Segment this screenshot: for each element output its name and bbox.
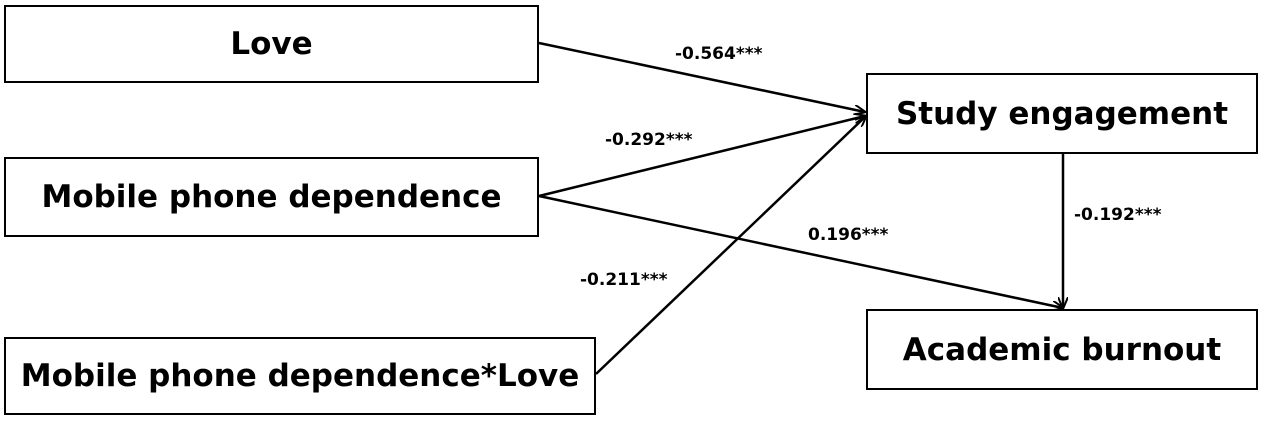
node-study-engagement: Study engagement xyxy=(866,73,1258,154)
arrow-mobile-dependence-to-study-engagement xyxy=(538,116,865,198)
node-mobile-phone-dependence-label: Mobile phone dependence xyxy=(41,179,502,215)
coefficient-engagement-to-burnout: -0.192*** xyxy=(1074,205,1162,225)
arrow-love-to-study-engagement xyxy=(538,41,865,112)
coefficient-love-to-engagement: -0.564*** xyxy=(675,44,763,64)
arrow-mobile-dependence-to-academic-burnout xyxy=(538,194,1063,308)
node-academic-burnout-label: Academic burnout xyxy=(902,331,1222,368)
node-academic-burnout: Academic burnout xyxy=(866,309,1258,390)
node-love: Love xyxy=(4,5,539,83)
arrow-interaction-to-study-engagement xyxy=(595,116,866,375)
node-love-label: Love xyxy=(230,26,313,62)
coefficient-interaction-to-engagement: -0.211*** xyxy=(580,270,668,290)
node-interaction-label: Mobile phone dependence*Love xyxy=(20,358,580,394)
node-study-engagement-label: Study engagement xyxy=(895,95,1229,132)
coefficient-dependence-to-engagement: -0.292*** xyxy=(605,130,693,150)
node-mobile-phone-dependence: Mobile phone dependence xyxy=(4,157,539,237)
node-interaction: Mobile phone dependence*Love xyxy=(4,337,596,415)
coefficient-dependence-to-burnout: 0.196*** xyxy=(808,225,889,245)
